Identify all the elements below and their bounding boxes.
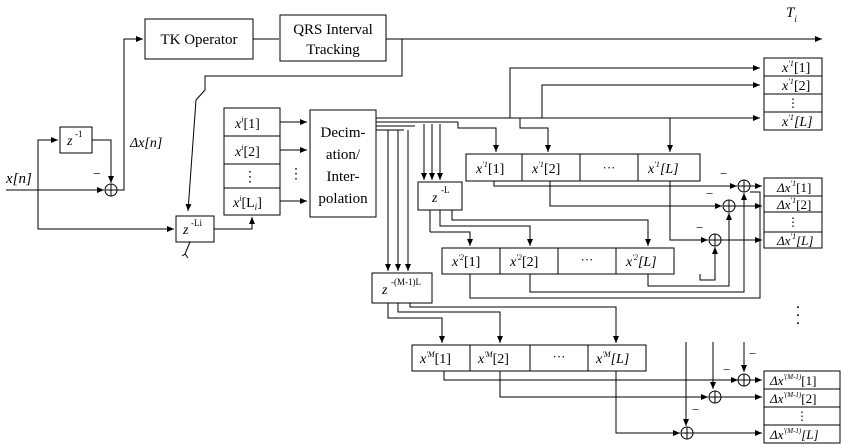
doutM-column: Δx'(M-1)[1] Δx'(M-1)[2] ⋮ Δx'(M-1)[L] bbox=[763, 370, 841, 444]
svg-text:···: ··· bbox=[553, 349, 566, 364]
svg-text:x'1[2]: x'1[2] bbox=[531, 160, 560, 177]
zli-feed bbox=[37, 190, 174, 232]
sum-nodes-1: − − − bbox=[696, 166, 762, 247]
svg-text:x'2[2]: x'2[2] bbox=[509, 253, 538, 270]
svg-text:-L: -L bbox=[441, 185, 450, 195]
zli-delay-block: z -Li bbox=[175, 215, 255, 259]
xi-li: xi[Li] bbox=[232, 194, 262, 212]
svg-text:Tracking: Tracking bbox=[306, 42, 360, 58]
zml-delay-block: z -(M-1)L bbox=[371, 272, 619, 343]
row2-buffer: x'2[1] x'2[2] ··· x'2[L] bbox=[441, 247, 675, 275]
svg-text:Δx'(M-1)[L]: Δx'(M-1)[L] bbox=[769, 427, 819, 442]
svg-text:.: . bbox=[796, 311, 800, 328]
out1-column: x'1[1] x'1[2] ⋮ x'1[L] bbox=[763, 57, 823, 131]
svg-text:−: − bbox=[696, 220, 703, 235]
svg-text:x'1[2]: x'1[2] bbox=[781, 77, 810, 94]
svg-text:Δx'1[2]: Δx'1[2] bbox=[776, 196, 811, 212]
sum-nodes-M: − − − bbox=[680, 342, 762, 440]
dout1-column: Δx'1[1] Δx'1[2] ⋮ Δx'1[L] bbox=[763, 177, 823, 249]
svg-text:···: ··· bbox=[581, 252, 594, 267]
svg-text:Δx'(M-1)[1]: Δx'(M-1)[1] bbox=[769, 373, 816, 388]
svg-text:z: z bbox=[182, 223, 189, 238]
svg-text:ation/: ation/ bbox=[326, 147, 361, 163]
svg-text:···: ··· bbox=[603, 160, 616, 175]
svg-text:−: − bbox=[723, 362, 730, 377]
svg-text:Inter-: Inter- bbox=[326, 169, 359, 185]
svg-text:⋮: ⋮ bbox=[243, 170, 257, 185]
input-section: x[n] bbox=[5, 137, 174, 232]
sum-node-1: − Δx[n] bbox=[93, 36, 162, 197]
svg-text:-(M-1)L: -(M-1)L bbox=[391, 277, 421, 287]
diff-paths-1 bbox=[469, 181, 761, 299]
rowM-buffer: x'M[1] x'M[2] ··· x'M[L] bbox=[411, 344, 738, 436]
svg-text:z: z bbox=[381, 283, 388, 298]
z1-delay-block: z -1 bbox=[59, 126, 114, 183]
qrs-feedback bbox=[185, 39, 403, 212]
svg-text:-1: -1 bbox=[75, 129, 83, 139]
svg-text:x'1[L]: x'1[L] bbox=[647, 160, 679, 177]
svg-text:x'2[1]: x'2[1] bbox=[451, 253, 480, 270]
svg-text:⋮: ⋮ bbox=[787, 96, 799, 110]
side-dots: ⋮ bbox=[289, 167, 303, 182]
svg-text:−: − bbox=[720, 166, 727, 181]
z1-feed bbox=[37, 137, 58, 190]
svg-text:x'M[2]: x'M[2] bbox=[477, 350, 509, 367]
svg-text:x'M[1]: x'M[1] bbox=[419, 350, 451, 367]
svg-text:x'1[L]: x'1[L] bbox=[781, 113, 813, 130]
vertical-dots-1: . bbox=[796, 295, 800, 312]
svg-text:.: . bbox=[796, 303, 800, 320]
svg-text:⋮: ⋮ bbox=[796, 409, 808, 423]
svg-text:Δx'1[1]: Δx'1[1] bbox=[776, 179, 811, 195]
svg-text:polation: polation bbox=[318, 191, 368, 207]
ti-label: Ti bbox=[786, 5, 797, 24]
svg-text:x'2[L]: x'2[L] bbox=[625, 253, 657, 270]
svg-text:x'1[1]: x'1[1] bbox=[475, 160, 504, 177]
svg-text:⋮: ⋮ bbox=[787, 215, 799, 229]
zl-delay-block: z -L bbox=[417, 181, 651, 246]
decimation-block[interactable]: Decim- ation/ Inter- polation bbox=[309, 109, 377, 218]
svg-text:-Li: -Li bbox=[191, 218, 202, 228]
svg-text:−: − bbox=[706, 186, 713, 201]
svg-text:Δx'1[L]: Δx'1[L] bbox=[776, 232, 813, 248]
row1-buffer: x'1[1] x'1[2] ··· x'1[L] bbox=[465, 153, 701, 182]
svg-text:Δx'(M-1)[2]: Δx'(M-1)[2] bbox=[769, 391, 816, 406]
input-label: x[n] bbox=[5, 171, 32, 187]
svg-text:z: z bbox=[431, 191, 438, 206]
svg-text:x'1[1]: x'1[1] bbox=[781, 59, 810, 76]
svg-text:z: z bbox=[66, 134, 73, 149]
delta-label: Δx[n] bbox=[129, 136, 162, 151]
xi-1: xi[1] bbox=[234, 115, 260, 132]
xi-buffer: xi[1] xi[2] ⋮ xi[Li] ⋮ bbox=[223, 107, 307, 216]
minus-sign: − bbox=[93, 167, 101, 182]
xi-2: xi[2] bbox=[234, 143, 260, 160]
svg-text:Decim-: Decim- bbox=[321, 125, 366, 141]
svg-text:TK Operator: TK Operator bbox=[160, 32, 237, 48]
tk-operator-block[interactable]: TK Operator bbox=[144, 18, 254, 60]
qrs-tracking-block[interactable]: QRS Interval Tracking bbox=[279, 14, 387, 62]
svg-text:x'M[L]: x'M[L] bbox=[595, 350, 629, 367]
svg-text:−: − bbox=[749, 346, 756, 361]
decim-output-bus bbox=[376, 65, 760, 271]
svg-text:−: − bbox=[692, 402, 699, 417]
svg-text:QRS Interval: QRS Interval bbox=[293, 22, 373, 38]
